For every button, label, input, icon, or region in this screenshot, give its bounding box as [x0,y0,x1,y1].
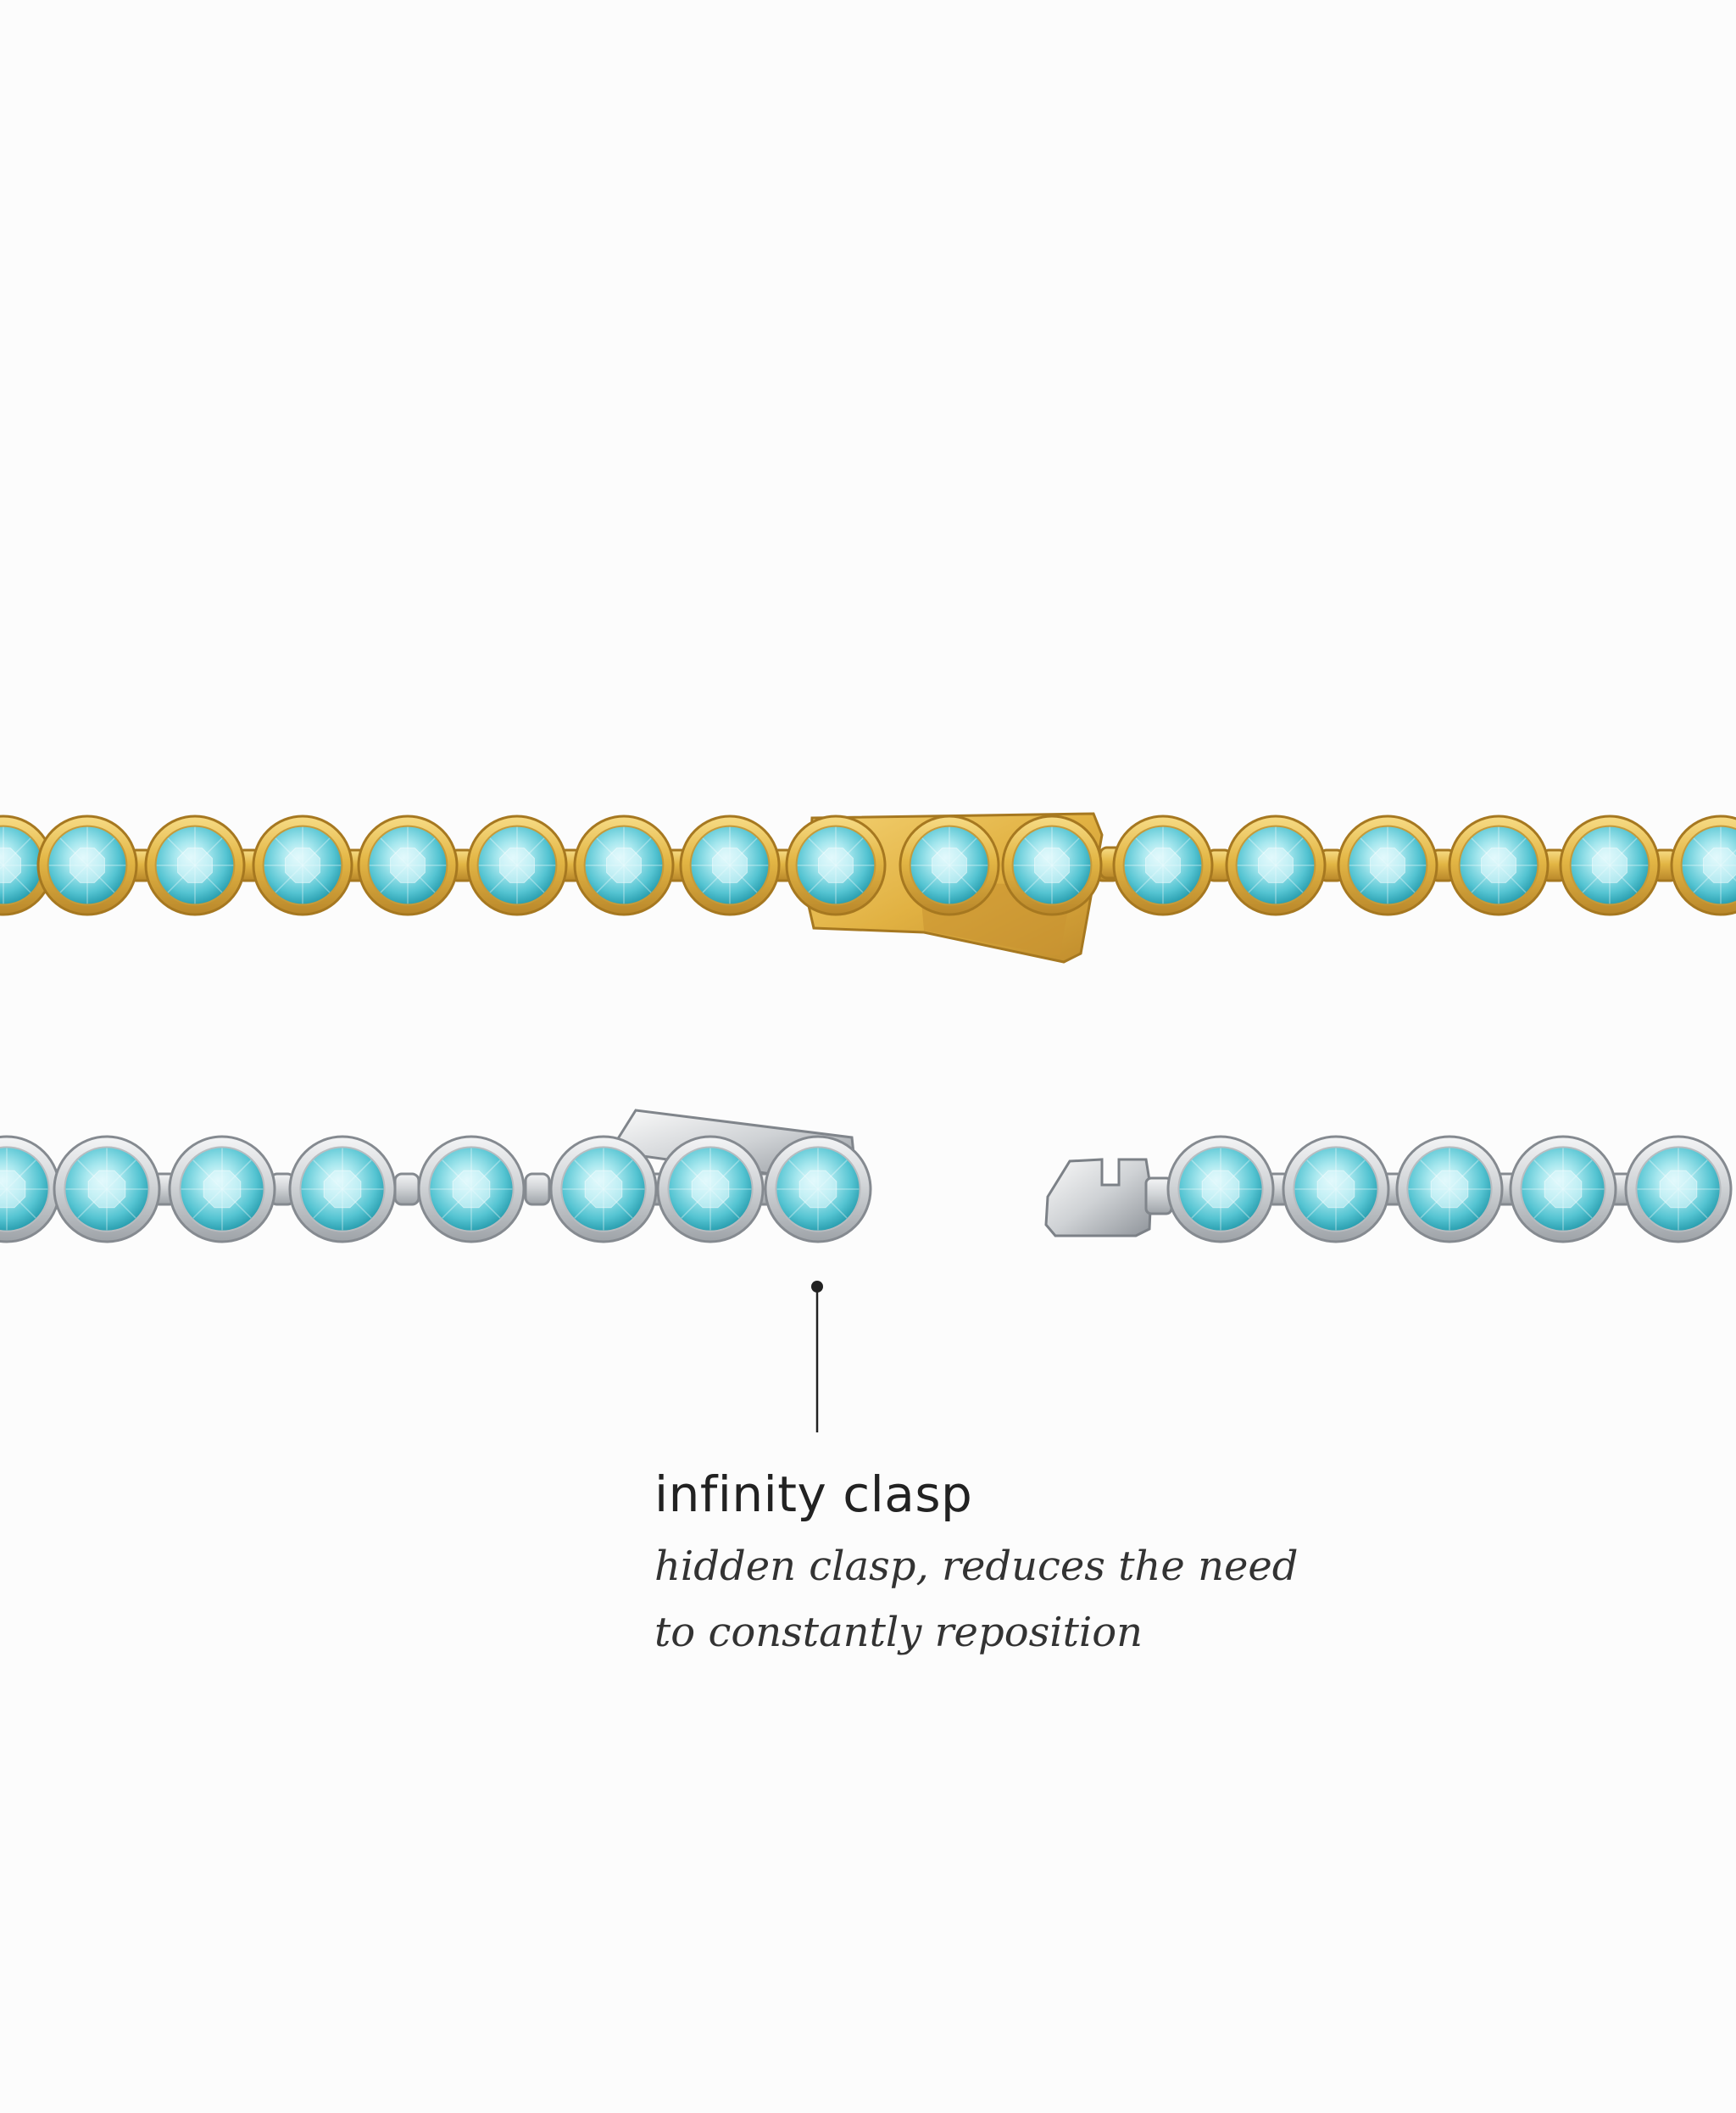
gold-stone-link [1559,815,1661,916]
gold-stone-link [144,815,246,916]
gold-stone-link [1001,815,1103,916]
silver-bracelet-left [0,1109,872,1243]
gold-stone-link [1670,815,1736,916]
gold-stone-link [1448,815,1550,916]
silver-stone-link [1395,1135,1504,1243]
gold-stone-link [1225,815,1327,916]
gold-stone-link [36,815,138,916]
silver-stone-link [1509,1135,1617,1243]
silver-stone-link [0,1135,61,1243]
feature-description: hidden clasp, reduces the need to consta… [654,1543,1299,1656]
chain-connector [393,1172,420,1206]
silver-stone-link [764,1135,872,1243]
gold-stone-link [679,815,781,916]
silver-stone-link [656,1135,765,1243]
silver-stone-link [1624,1135,1733,1243]
silver-stone-link [1282,1135,1390,1243]
gold-stone-link [357,815,459,916]
pointer [811,1281,823,1432]
gold-stone-link [466,815,568,916]
silver-stone-link [288,1135,397,1243]
gold-stone-link [252,815,353,916]
gold-stone-link [785,815,887,916]
gold-stone-link [573,815,675,916]
feature-callout: infinity clasp hidden clasp, reduces the… [654,1462,1417,1665]
chain-connector [524,1172,551,1206]
silver-stone-link [549,1135,658,1243]
gold-stone-link [1112,815,1214,916]
gold-stone-link [1337,815,1438,916]
silver-stone-link [53,1135,161,1243]
feature-title: infinity clasp [654,1465,973,1523]
silver-stone-link [417,1135,526,1243]
gold-bracelet [0,812,1736,964]
silver-bracelet-right [1044,1135,1733,1243]
silver-stone-link [168,1135,276,1243]
gold-stone-link [899,815,1000,916]
silver-stone-link [1166,1135,1275,1243]
silver-clasp-receiver [1044,1158,1153,1237]
